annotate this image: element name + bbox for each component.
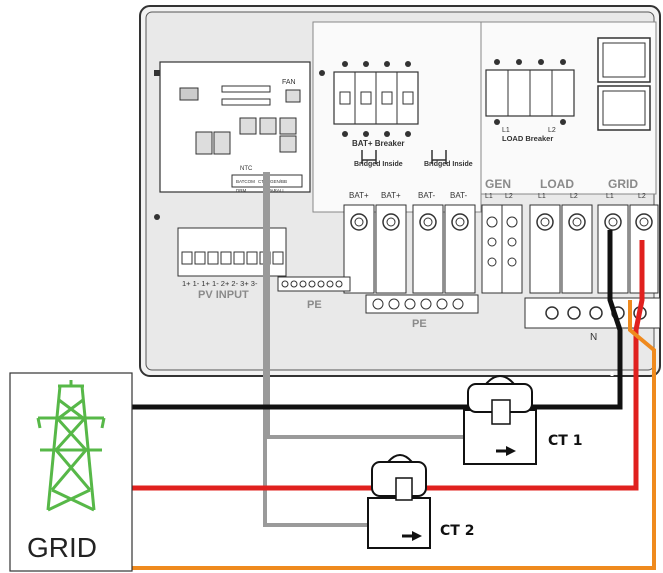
orange-wire xyxy=(130,300,656,570)
grid-label: GRID xyxy=(27,532,97,563)
grid-header: GRID xyxy=(608,177,638,191)
pv-input-label: PV INPUT xyxy=(198,289,249,301)
gen-terminals xyxy=(481,204,523,294)
ct-1-clamp xyxy=(463,375,537,465)
battery-terminals xyxy=(343,204,476,294)
bat-breaker-label: BAT+ Breaker xyxy=(352,139,405,148)
black-wire xyxy=(130,230,623,410)
bat-terminal-label-4: BAT- xyxy=(450,191,468,200)
board-row-4: DRM xyxy=(236,188,246,193)
load-l1: L1 xyxy=(538,193,546,200)
load-l2: L2 xyxy=(570,193,578,200)
board-row-2: CT xyxy=(258,179,264,184)
board-row-3: GEN/BB xyxy=(270,179,287,184)
red-wire xyxy=(130,240,645,491)
gen-l1: L1 xyxy=(485,193,493,200)
pv-terminal-labels: 1+ 1- 1+ 1- 2+ 2- 3+ 3- xyxy=(182,279,258,288)
bat-terminal-label-2: BAT+ xyxy=(381,191,401,200)
grid-l1: L1 xyxy=(606,193,614,200)
load-l2-label: L2 xyxy=(548,127,556,134)
grid-l2: L2 xyxy=(638,193,646,200)
load-breaker-label: LOAD Breaker xyxy=(502,134,553,143)
pe-label-2: PE xyxy=(412,318,427,330)
load-l1-label: L1 xyxy=(502,127,510,134)
grid-source-box: GRID xyxy=(9,372,133,572)
terminal-headers: BAT+ BAT+ BAT- BAT- GEN LOAD GRID L1 L2 … xyxy=(349,177,646,200)
ct-signal-cables xyxy=(263,172,468,527)
neutral-label: N xyxy=(590,332,597,343)
board-row-5: PARALL xyxy=(268,188,285,193)
load-breaker: L1 L2 LOAD Breaker xyxy=(485,37,651,143)
gen-header: GEN xyxy=(485,177,511,191)
control-board: FAN NTC BATCOM CT GEN/BB DRM PARALL xyxy=(154,61,325,220)
transmission-tower-icon xyxy=(36,380,106,512)
grid-wires xyxy=(130,230,656,570)
ct-2-clamp xyxy=(367,454,431,549)
bat-terminal-label-3: BAT- xyxy=(418,191,436,200)
ntc-label: NTC xyxy=(240,166,253,172)
ct-2-label: CT 2 xyxy=(440,523,474,539)
ct-1-label: CT 1 xyxy=(548,433,582,449)
bat-terminal-label-1: BAT+ xyxy=(349,191,369,200)
bridged-inside-label-2: Bridged Inside xyxy=(424,161,473,168)
load-header: LOAD xyxy=(540,177,574,191)
fan-label: FAN xyxy=(282,79,296,86)
bridged-inside-label-1: Bridged Inside xyxy=(354,161,403,168)
gen-l2: L2 xyxy=(505,193,513,200)
pe-label-1: PE xyxy=(307,299,322,311)
battery-breaker: BAT+ Breaker Bridged Inside Bridged Insi… xyxy=(333,61,473,168)
pe-bars: PE PE xyxy=(277,276,479,330)
board-row-1: BATCOM xyxy=(236,179,255,184)
